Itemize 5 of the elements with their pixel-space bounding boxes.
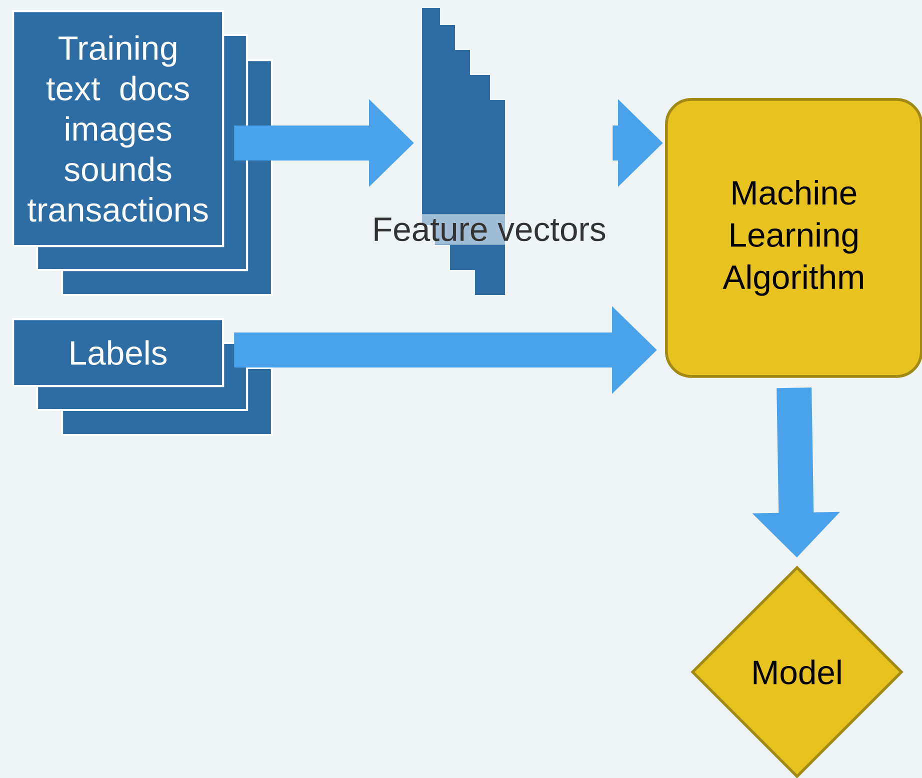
document-stack: Training text docs images sounds transactions (12, 10, 274, 296)
label-stack: Labels (12, 318, 274, 436)
feature-vector-column: Feature vectors (368, 8, 610, 295)
node-label: Labels (71, 340, 167, 365)
process-box: Machine Learning Algorithm (665, 98, 922, 378)
